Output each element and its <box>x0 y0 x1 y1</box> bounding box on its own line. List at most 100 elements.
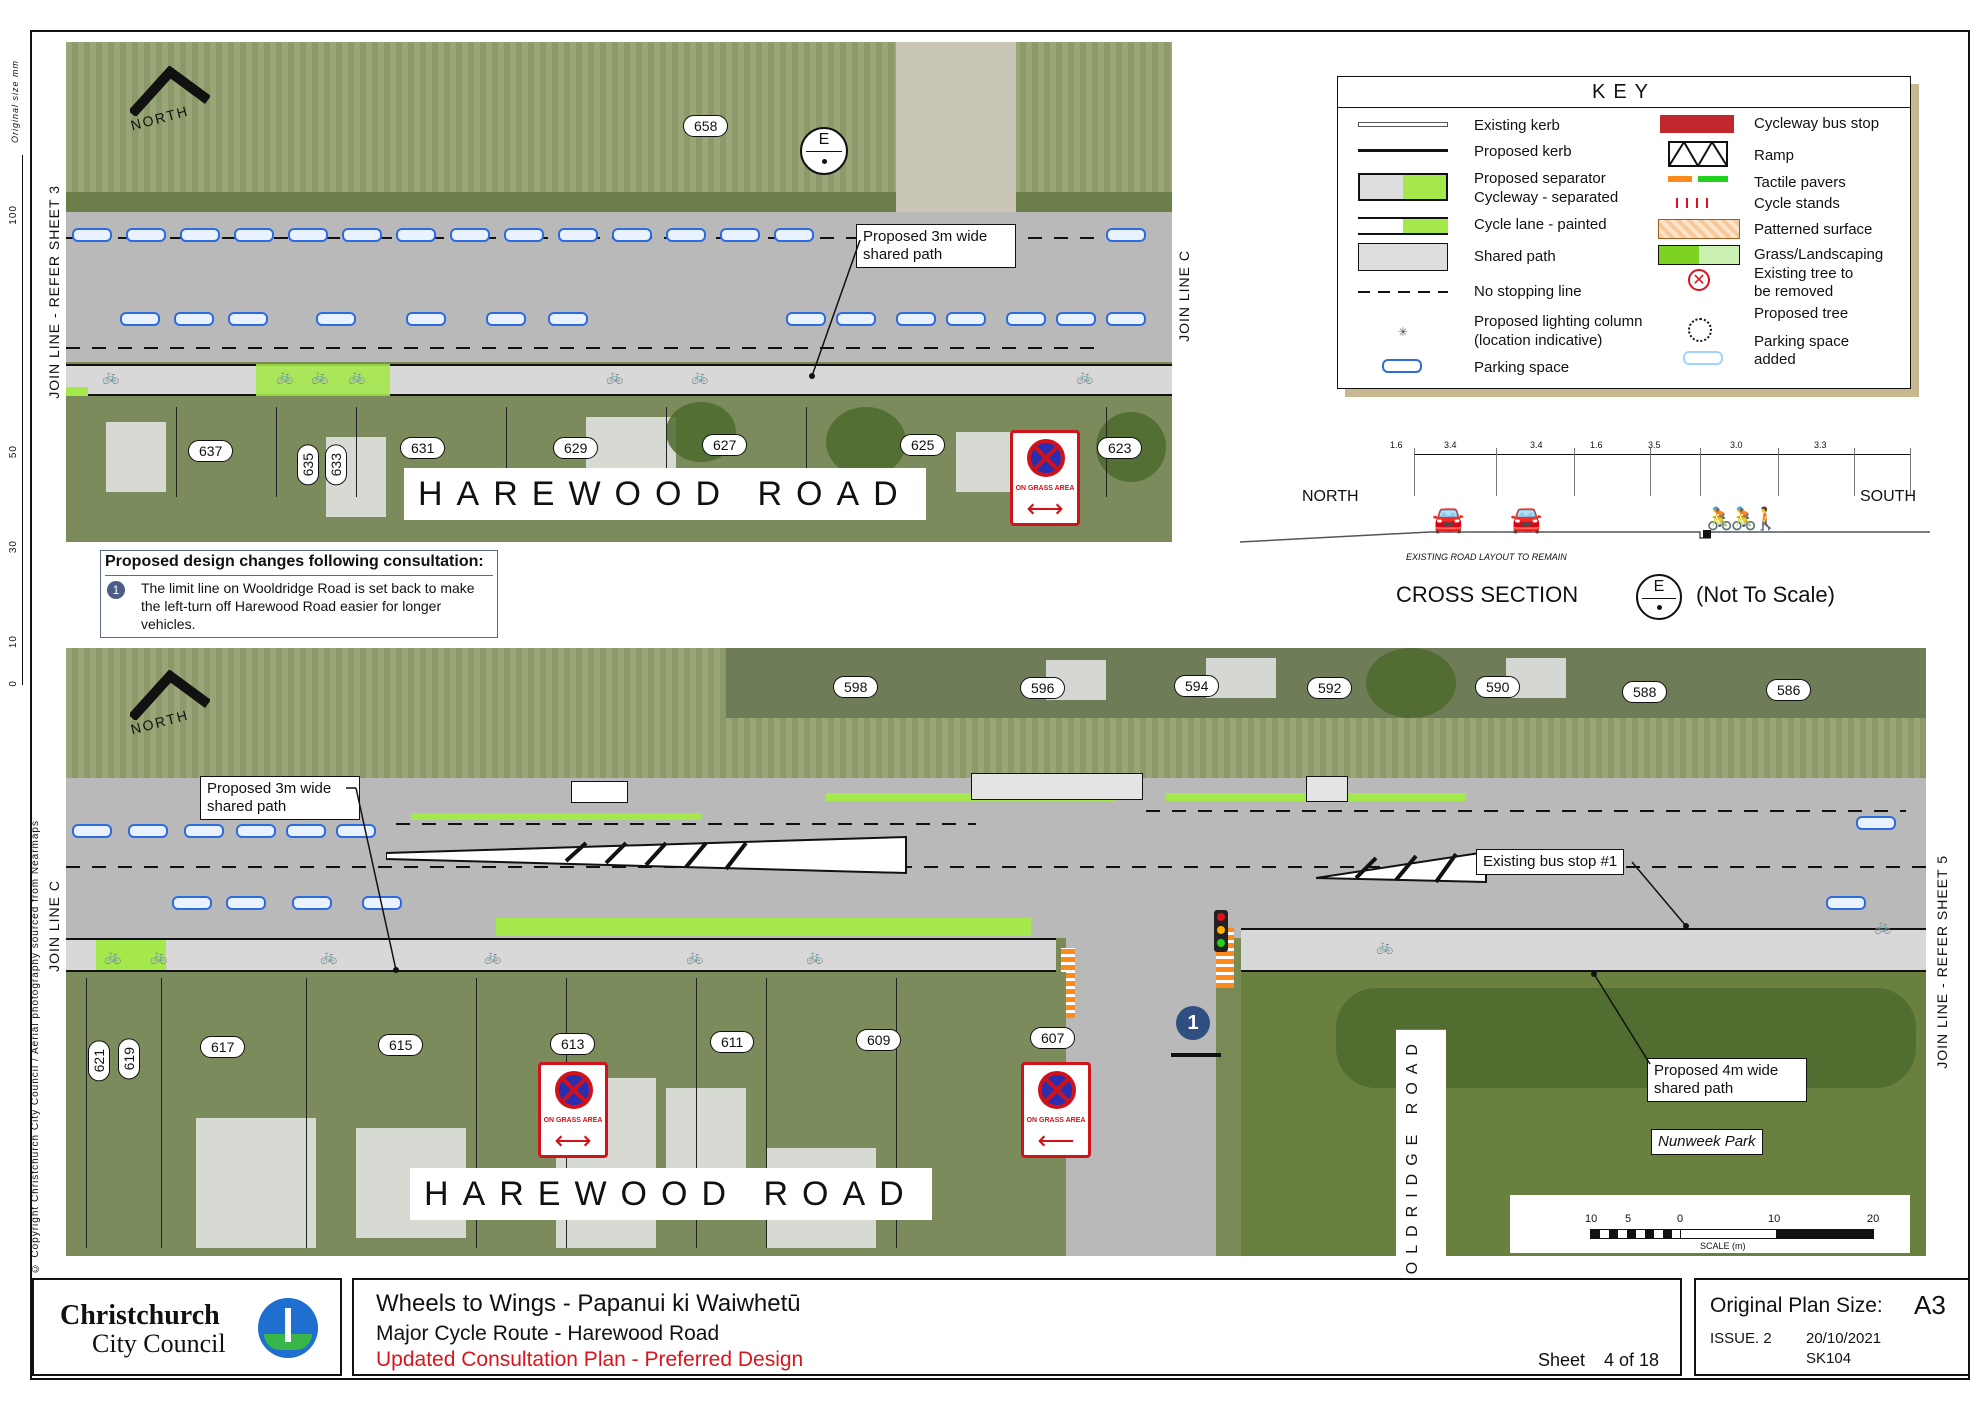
parking-space <box>450 228 490 242</box>
parking-space <box>896 312 936 326</box>
house <box>666 1088 746 1178</box>
patterned-surface-symbol <box>1658 219 1740 239</box>
no-stopping-line-symbol <box>1358 291 1448 293</box>
grass-landscaping <box>96 940 166 970</box>
lot-line <box>356 407 357 497</box>
plan-info-block: Original Plan Size: A3 ISSUE. 2 20/10/20… <box>1694 1278 1970 1376</box>
logo-spire <box>285 1308 291 1342</box>
parking-space <box>406 312 446 326</box>
north-arrow-top: NORTH <box>128 65 211 136</box>
key-patterned-surface: Patterned surface <box>1754 221 1873 238</box>
issue-label: ISSUE. 2 <box>1710 1330 1772 1347</box>
pedestrian-icon: 🚶 <box>1752 506 1780 531</box>
address-590: 590 <box>1475 676 1521 698</box>
callout-shared-path-bottom: Proposed 3m wide shared path <box>200 776 360 820</box>
key-lighting-column: Proposed lighting column <box>1474 313 1643 330</box>
address-627: 627 <box>702 434 748 456</box>
parking-space <box>946 312 986 326</box>
parking-space <box>504 228 544 242</box>
key-parking-space: Parking space <box>1474 359 1570 376</box>
parking-space <box>786 312 826 326</box>
address-586: 586 <box>1766 679 1812 701</box>
scale-label: SCALE (m) <box>1700 1241 1746 1251</box>
project-subtitle: Major Cycle Route - Harewood Road <box>376 1322 720 1345</box>
drawing-number: SK104 <box>1806 1350 1852 1367</box>
dim-6: 3.0 <box>1730 440 1743 450</box>
lot-line <box>506 407 507 497</box>
limit-line <box>1171 1053 1221 1057</box>
xs-north-label: NORTH <box>1302 488 1359 505</box>
callout-leader <box>1631 861 1689 929</box>
cycle-symbol: 🚲 <box>691 368 709 384</box>
lot-line <box>896 978 897 1248</box>
no-parking-on-grass-sign-613: ON GRASS AREA ⟷ <box>538 1062 608 1158</box>
lot-line <box>696 978 697 1248</box>
scale-tick-10: 10 <box>1768 1213 1781 1225</box>
ruler-tick-100: 100 <box>8 205 19 225</box>
proposed-4m-shared-path <box>1241 928 1926 972</box>
org-name-line2: City Council <box>92 1329 226 1358</box>
dimension-tick <box>1574 448 1575 496</box>
road-name-bottom: HAREWOOD ROAD <box>410 1168 932 1220</box>
parking-space <box>612 228 652 242</box>
ruler-line <box>22 155 23 685</box>
info-item-number: 1 <box>107 581 125 599</box>
double-arrow-icon: ⟷ <box>1026 493 1064 523</box>
parking-space <box>1006 312 1046 326</box>
scale-tick-20: 20 <box>1867 1213 1880 1225</box>
address-594: 594 <box>1174 675 1220 697</box>
proposed-shared-path <box>66 938 1056 972</box>
parking-space <box>666 228 706 242</box>
centre-line <box>66 866 1926 868</box>
council-logo-icon <box>258 1298 318 1358</box>
key-no-stopping-line: No stopping line <box>1474 283 1582 300</box>
cycle-symbol: 🚲 <box>1076 368 1094 384</box>
house <box>1206 658 1276 698</box>
lot-line <box>161 978 162 1248</box>
house <box>106 422 166 492</box>
cycle-stands-icon <box>1676 198 1716 208</box>
copyright-note: © Copyright Christchurch City Council / … <box>30 820 41 1274</box>
hatched-median <box>1316 850 1487 884</box>
sign-text: ON GRASS AREA <box>543 1117 603 1124</box>
paddock-area <box>66 648 726 778</box>
shared-path-symbol <box>1358 243 1448 271</box>
nunweek-park-label: Nunweek Park <box>1651 1129 1763 1155</box>
parking-space <box>486 312 526 326</box>
cycle-symbol: 🚲 <box>150 948 168 964</box>
key-title: KEY <box>1338 81 1910 108</box>
address-609: 609 <box>856 1029 902 1051</box>
lot-line <box>666 407 667 497</box>
callout-leader <box>809 240 861 379</box>
join-line-refer-sheet-3: JOIN LINE - REFER SHEET 3 <box>46 185 62 399</box>
drawing-frame <box>30 30 1970 1380</box>
parking-space <box>226 896 266 910</box>
wooldridge-road-carriageway <box>1066 938 1216 1256</box>
no-stopping-line <box>66 347 1106 349</box>
north-arrow-icon <box>128 669 211 722</box>
no-parking-on-grass-sign-top: ON GRASS AREA ⟷ <box>1010 430 1080 526</box>
key-lighting-location: (location indicative) <box>1474 332 1603 349</box>
left-arrow-icon: ⟵ <box>1037 1125 1075 1155</box>
tree-remove-icon: ✕ <box>1688 269 1710 291</box>
key-tactile-pavers: Tactile pavers <box>1754 174 1846 191</box>
cycle-symbol: 🚲 <box>1874 918 1892 934</box>
callout-existing-bus-stop: Existing bus stop #1 <box>1476 849 1625 875</box>
dim-5: 3.5 <box>1648 440 1661 450</box>
join-line-c-bottom: JOIN LINE C <box>46 880 62 972</box>
parking-space <box>72 228 112 242</box>
change-marker-1: 1 <box>1176 1006 1210 1040</box>
parking-space <box>1826 896 1866 910</box>
xs-section-marker: E <box>1636 574 1682 620</box>
bottom-plan-panel: 1 🚲 🚲 🚲 🚲 🚲 🚲 🚲 🚲 <box>66 648 1926 1256</box>
address-613: 613 <box>550 1033 596 1055</box>
dimension-tick <box>1496 448 1497 496</box>
key-proposed-tree: Proposed tree <box>1754 305 1849 322</box>
dimension-tick <box>1414 448 1415 496</box>
north-arrow-bottom: NORTH <box>128 669 211 740</box>
cycle-symbol: 🚲 <box>606 368 624 384</box>
bus-platform <box>971 773 1143 800</box>
cycle-symbol: 🚲 <box>806 948 824 964</box>
scale-bar-segment <box>1680 1229 1778 1239</box>
dim-1: 1.6 <box>1390 440 1403 450</box>
